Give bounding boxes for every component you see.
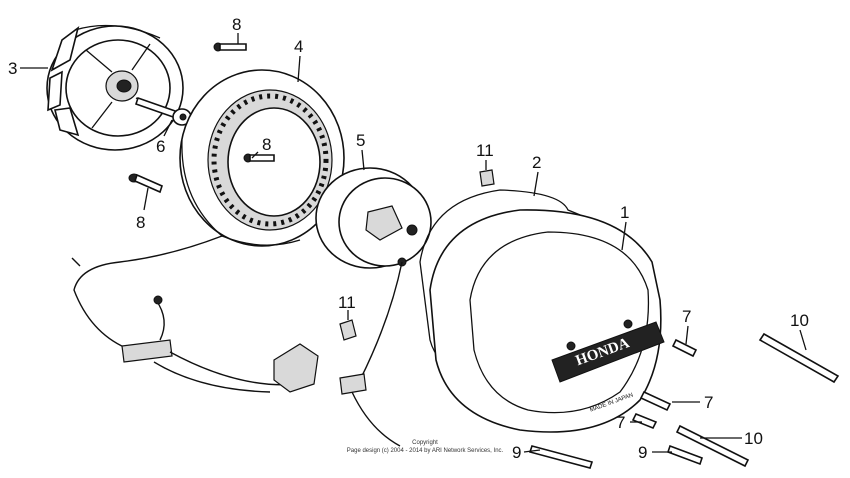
callout-7-right: 7 [682,307,691,326]
bolt-8-middle [243,153,275,163]
callout-9-right: 9 [638,443,647,462]
leader-lines [20,33,807,453]
callout-10-lower: 10 [744,429,763,448]
callout-4: 4 [294,37,303,56]
dowel-pin-11-bottom [339,319,357,341]
bolt-7-small [631,412,658,430]
dowel-pin-11-top [479,169,495,187]
bolt-7-lower [639,390,672,412]
callout-8-middle: 8 [262,135,271,154]
alternator-cover: HONDA MADE IN JAPAN [429,209,665,433]
callout-8-top: 8 [232,15,241,34]
callout-9-left: 9 [512,443,521,462]
callout-11-top: 11 [476,141,494,160]
callout-8-left: 8 [136,213,145,232]
flywheel-bolt [134,96,192,126]
bolt-8-left [128,173,163,194]
callout-2: 2 [532,153,541,172]
pulse-generator [315,167,432,269]
bolt-9-b [666,444,704,466]
callout-6: 6 [156,137,165,156]
callout-11-bottom: 11 [338,293,356,312]
callout-10-right: 10 [790,311,809,330]
flywheel-rotor [46,24,184,151]
bolt-9-a [528,445,594,469]
callout-3: 3 [8,59,17,78]
bolt-8-top [213,42,247,52]
callout-7-lower: 7 [704,393,713,412]
bolt-10-lower [675,424,750,468]
callout-5: 5 [356,131,365,150]
callout-1: 1 [620,203,629,222]
copyright-line-1: Copyright [412,440,438,446]
wiring-harness [71,235,403,447]
copyright-line-2: Page design (c) 2004 - 2014 by ARI Netwo… [347,448,504,454]
bolt-10-right [758,332,840,384]
bolt-7-right [671,338,698,358]
callout-7-small: 7 [616,413,625,432]
